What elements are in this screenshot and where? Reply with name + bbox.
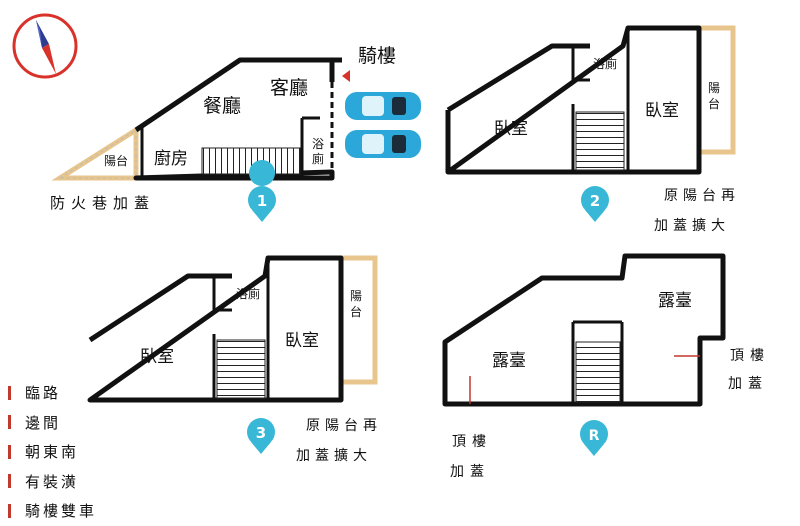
note-fire-lane: 防火巷加蓋 <box>50 194 155 212</box>
floor-plan-roof: 露臺 露臺 頂樓 加蓋 頂樓 加蓋 <box>442 253 770 480</box>
note-roof-left-line1: 頂樓 <box>452 434 492 450</box>
room-bath-a: 浴 <box>312 137 324 151</box>
legend-item: 朝東南 <box>8 437 97 467</box>
note-balcony-line2: 加蓋擴大 <box>296 447 372 464</box>
room-bath-b: 廁 <box>312 151 324 166</box>
room-arcade: 騎樓 <box>358 45 396 67</box>
note-roof-right-line1: 頂樓 <box>730 348 770 364</box>
legend-item: 騎樓雙車 <box>8 496 97 526</box>
floor-marker-1[interactable]: 1 <box>248 160 276 222</box>
note-roof-left-line2: 加蓋 <box>450 464 490 480</box>
floor-plan-3: 浴廁 臥室 臥室 陽 台 原陽台再 加蓋擴大 <box>87 255 382 464</box>
compass-icon <box>12 13 78 79</box>
room-kitchen: 廚房 <box>154 148 188 169</box>
room-balcony: 陽台 <box>104 153 128 168</box>
room-dining: 餐廳 <box>203 95 241 117</box>
car-icon <box>345 92 421 120</box>
floor-plan-1: 騎樓 客廳 餐廳 廚房 陽台 浴 廁 防火巷加蓋 <box>50 45 421 212</box>
svg-text:2: 2 <box>590 192 600 210</box>
room-living: 客廳 <box>270 77 308 99</box>
room-bath: 浴廁 <box>593 56 617 71</box>
room-terrace-left: 露臺 <box>492 351 526 371</box>
room-balcony-b: 台 <box>708 96 720 111</box>
room-bedroom-left: 臥室 <box>494 119 528 139</box>
room-balcony-b: 台 <box>350 304 362 319</box>
room-bedroom-right: 臥室 <box>285 331 319 351</box>
note-balcony-line2: 加蓋擴大 <box>654 217 730 234</box>
legend-item: 有裝潢 <box>8 467 97 497</box>
room-bedroom-left: 臥室 <box>140 347 174 367</box>
feature-legend: 臨路 邊間 朝東南 有裝潢 騎樓雙車 <box>8 378 97 526</box>
legend-item: 臨路 <box>8 378 97 408</box>
floor-marker-3[interactable]: 3 <box>247 418 275 454</box>
floor-marker-2[interactable]: 2 <box>581 186 609 222</box>
legend-item: 邊間 <box>8 408 97 438</box>
svg-text:1: 1 <box>257 192 267 210</box>
car-icon <box>345 130 421 158</box>
note-roof-right-line2: 加蓋 <box>728 376 768 392</box>
room-terrace-right: 露臺 <box>658 291 692 311</box>
note-balcony-line1: 原陽台再 <box>664 188 740 204</box>
room-balcony-a: 陽 <box>708 81 720 95</box>
svg-text:R: R <box>589 428 600 444</box>
floor-plan-2: 浴廁 臥室 臥室 陽 台 原陽台再 加蓋擴大 <box>445 25 740 234</box>
entrance-arrow-icon <box>342 70 350 82</box>
room-bath: 浴廁 <box>236 286 260 301</box>
svg-text:3: 3 <box>256 424 266 442</box>
room-bedroom-right: 臥室 <box>645 101 679 121</box>
room-balcony-a: 陽 <box>350 289 362 303</box>
note-balcony-line1: 原陽台再 <box>306 418 382 434</box>
floor-marker-roof[interactable]: R <box>580 420 608 456</box>
